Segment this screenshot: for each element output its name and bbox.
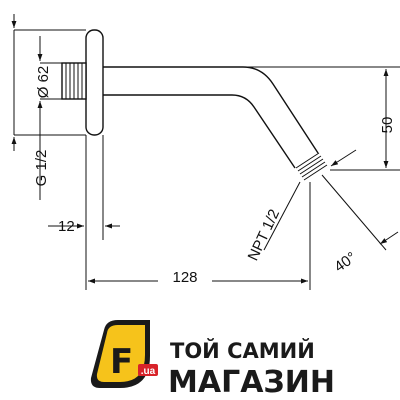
logo-line-2: МАГАЗИН [168, 365, 335, 400]
arm-pipe-bottom [103, 94, 296, 169]
logo-badge-letter: F [110, 342, 133, 382]
shower-arm [61, 29, 328, 181]
thread-lines [65, 63, 83, 99]
diameter-dimension [11, 14, 86, 151]
flange-depth-label: 12 [58, 218, 75, 235]
arm-pipe-top [103, 66, 319, 154]
angle-dimension [321, 149, 399, 251]
outlet-thread [295, 152, 328, 181]
drop-label: 50 [379, 117, 396, 134]
diameter-label: Ø 62 [35, 66, 52, 99]
npt-label: NPT 1/2 [245, 207, 284, 264]
logo-badge: F .ua [90, 320, 158, 388]
logo-badge-domain: .ua [141, 366, 156, 377]
flange-depth-dimension [48, 135, 120, 290]
thread-label: G 1/2 [33, 150, 50, 187]
projection-label: 128 [172, 269, 197, 286]
thread-dimension [37, 36, 62, 200]
wall-flange [85, 29, 104, 136]
store-logo: F .ua ТОЙ САМИЙ МАГАЗИН [90, 320, 335, 400]
drop-dimension [243, 66, 400, 171]
logo-line-1: ТОЙ САМИЙ [170, 338, 315, 363]
npt-dimension [263, 181, 301, 251]
angle-label: 40° [331, 249, 359, 276]
